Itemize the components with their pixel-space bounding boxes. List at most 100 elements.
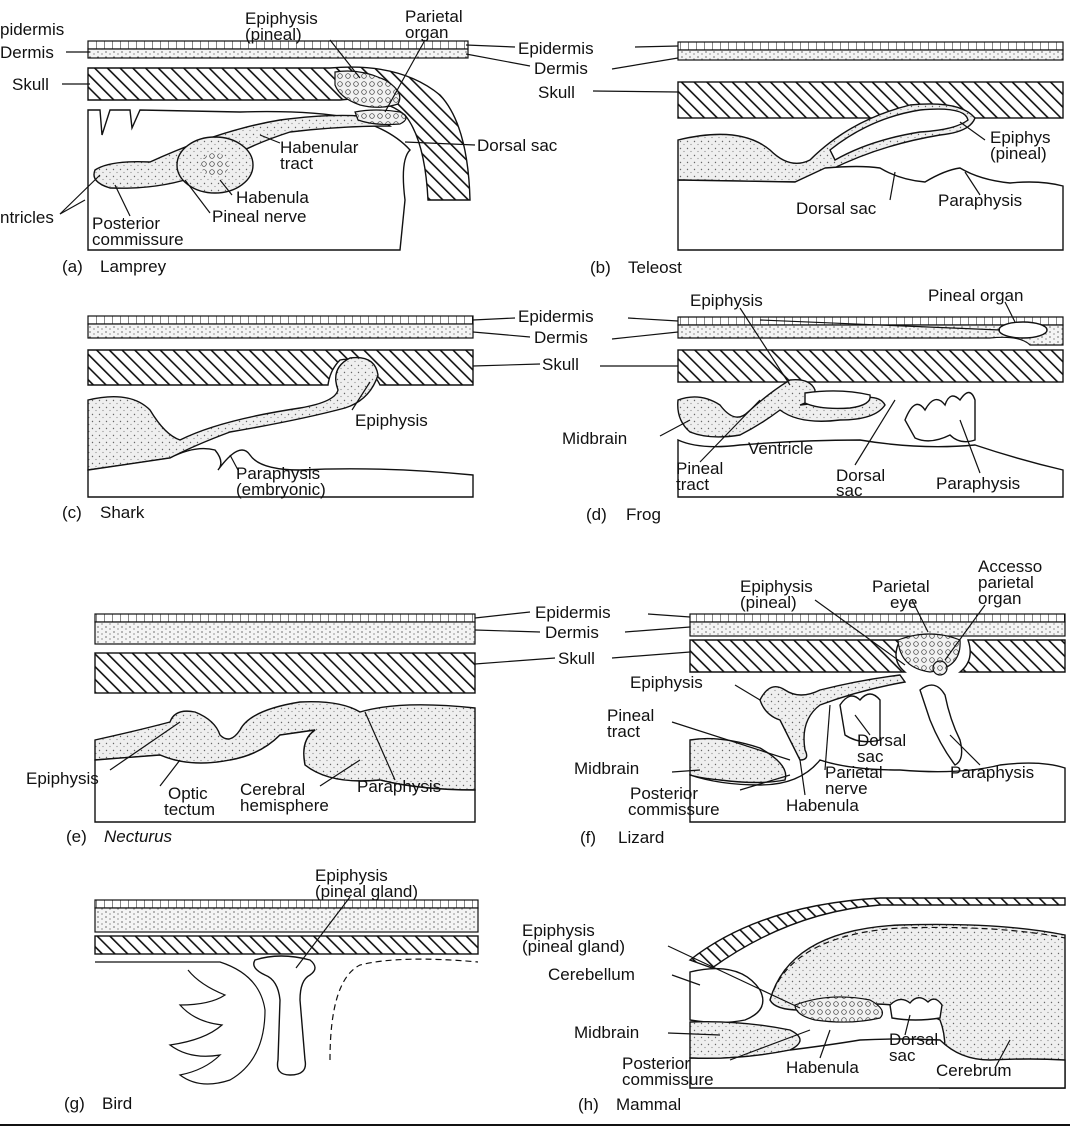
accessory-parietal-organ	[932, 660, 948, 676]
pointer	[659, 419, 691, 437]
skull-layer	[688, 897, 1066, 969]
caption-name: Bird	[102, 1094, 132, 1113]
caption-name: Frog	[626, 505, 661, 524]
label-parietal: Parietal	[405, 7, 463, 26]
label-dorsal-sac: Dorsal sac	[796, 199, 877, 218]
pointer	[814, 599, 906, 666]
label-epiphysis: Epiphysis	[630, 673, 703, 692]
pointer	[611, 57, 679, 70]
caption-name: Lizard	[618, 828, 664, 847]
epidermis-layer	[677, 41, 1064, 51]
caption-name: Lamprey	[100, 257, 167, 276]
skull-layer	[677, 349, 1064, 383]
dermis-layer	[87, 323, 474, 339]
epidermis-layer	[677, 316, 1064, 326]
label-accessory-sub1: parietal	[978, 573, 1034, 592]
pointer	[667, 945, 801, 1009]
label-dermis: Dermis	[534, 328, 588, 347]
caption-name: Shark	[100, 503, 145, 522]
pointer	[734, 684, 761, 701]
pointer	[295, 896, 351, 969]
label-dorsal-sac: Dorsal	[836, 466, 885, 485]
brain-floor	[94, 729, 476, 823]
label-skull: Skull	[12, 75, 49, 94]
caption-letter: (c)	[62, 503, 82, 522]
pointer	[474, 657, 556, 665]
label-parietal-nerve: Parietal	[825, 763, 883, 782]
label-posterior-sub: commissure	[628, 800, 720, 819]
pointer	[611, 331, 679, 340]
label-parietal-eye: Parietal	[872, 577, 930, 596]
label-ventricles: ntricles	[0, 208, 54, 227]
label-accessory: Accesso	[978, 557, 1042, 576]
pointer	[472, 331, 531, 338]
pointer	[624, 626, 691, 633]
label-midbrain: Midbrain	[562, 429, 627, 448]
label-dorsal-sac: Dorsal	[889, 1030, 938, 1049]
label-parietal-sub: organ	[405, 23, 448, 42]
pointer	[699, 399, 761, 463]
caption-letter: (d)	[586, 505, 607, 524]
pointer	[404, 141, 476, 146]
pointer	[964, 171, 981, 196]
label-dorsal-sac-sub: sac	[857, 747, 884, 766]
paraphysis-folds	[839, 693, 881, 743]
label-parietal-nerve-sub: nerve	[825, 779, 868, 798]
paraphysis-folds	[904, 391, 976, 443]
label-accessory-sub2: organ	[978, 589, 1021, 608]
brain-tissue	[677, 379, 886, 438]
pointer	[384, 39, 426, 113]
label-pineal-organ: Pineal organ	[928, 286, 1023, 305]
epidermis-layer	[87, 315, 474, 325]
label-epiphysis-sub: (pineal gland)	[315, 882, 418, 901]
midbrain-tissue	[689, 737, 787, 784]
caption-name: Mammal	[616, 1095, 681, 1114]
caption-name: Necturus	[104, 827, 173, 846]
dermis-layer	[87, 48, 469, 59]
panel-a-lamprey: pidermis Dermis Skull Epiphysis (pineal)…	[0, 7, 558, 276]
pointer	[59, 199, 86, 215]
pineal-organ	[998, 321, 1048, 339]
label-epiphysis: Epiphysis	[245, 9, 318, 28]
ventricle-outline	[804, 390, 871, 410]
pineal-gland	[253, 955, 316, 1076]
dermis-layer	[94, 621, 476, 645]
label-pineal-tract-sub: tract	[676, 475, 709, 494]
brain-tissue	[87, 356, 379, 471]
caption-letter: (g)	[64, 1094, 85, 1113]
label-pineal-tract-sub: tract	[607, 722, 640, 741]
pointer	[944, 604, 986, 661]
label-cerebral-sub: hemisphere	[240, 796, 329, 815]
pointer	[819, 1029, 831, 1059]
label-habenula: Habenula	[786, 1058, 859, 1077]
cerebellum-folds	[95, 961, 266, 1085]
label-posterior: Posterior	[630, 784, 698, 803]
panel-c-shark: Epidermis Dermis Skull Epiphysis Paraphy…	[62, 307, 594, 522]
label-cerebrum: Cerebrum	[936, 1061, 1012, 1080]
pointer	[474, 611, 531, 619]
label-dermis: Dermis	[534, 59, 588, 78]
pineal-gland	[794, 996, 883, 1023]
dorsal-sac-folds	[889, 997, 943, 1021]
pointer	[627, 317, 679, 322]
panel-g-bird: Epiphysis (pineal gland) (g) Bird	[64, 866, 479, 1113]
skull-layer	[87, 349, 474, 386]
pointer	[229, 454, 239, 471]
pointer	[854, 399, 896, 466]
label-optic: Optic	[168, 784, 208, 803]
label-skull: Skull	[558, 649, 595, 668]
label-epidermis: Epidermis	[518, 307, 594, 326]
label-epiphysis: Epiphysis	[315, 866, 388, 885]
cerebrum-dashed	[329, 958, 479, 1061]
label-paraphysis: Paraphysis	[950, 763, 1034, 782]
pointer	[671, 769, 701, 773]
label-epiphysis-sub: (pineal gland)	[522, 937, 625, 956]
caption-letter: (b)	[590, 258, 611, 277]
skull-layer-right	[958, 639, 1066, 673]
paraphysis-right	[919, 684, 963, 766]
label-cerebellum: Cerebellum	[548, 965, 635, 984]
label-posterior-sub: commissure	[622, 1070, 714, 1089]
label-dorsal-sac-sub: sac	[889, 1046, 916, 1065]
pointer	[219, 179, 233, 196]
label-epidermis: pidermis	[0, 20, 64, 39]
